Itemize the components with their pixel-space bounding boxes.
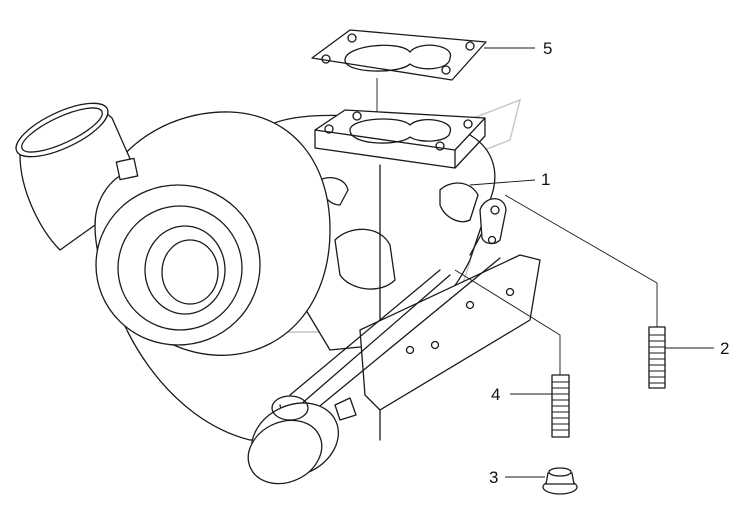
callout-3[interactable]: 3: [489, 468, 499, 487]
stud-part-2[interactable]: [648, 326, 666, 389]
wastegate-actuator[interactable]: [238, 198, 507, 495]
callout-2[interactable]: 2: [720, 339, 730, 358]
callout-5[interactable]: 5: [543, 39, 553, 58]
turbine-housing[interactable]: [269, 109, 496, 441]
callout-1[interactable]: 1: [541, 170, 551, 189]
leader-lines: [376, 47, 714, 478]
compressor-housing[interactable]: [9, 93, 331, 441]
flange-nut-part-3[interactable]: [542, 467, 578, 495]
gasket[interactable]: [311, 29, 487, 81]
callout-4[interactable]: 4: [491, 385, 501, 404]
stud-part-4[interactable]: [551, 374, 570, 438]
actuator-bracket[interactable]: [359, 254, 541, 411]
